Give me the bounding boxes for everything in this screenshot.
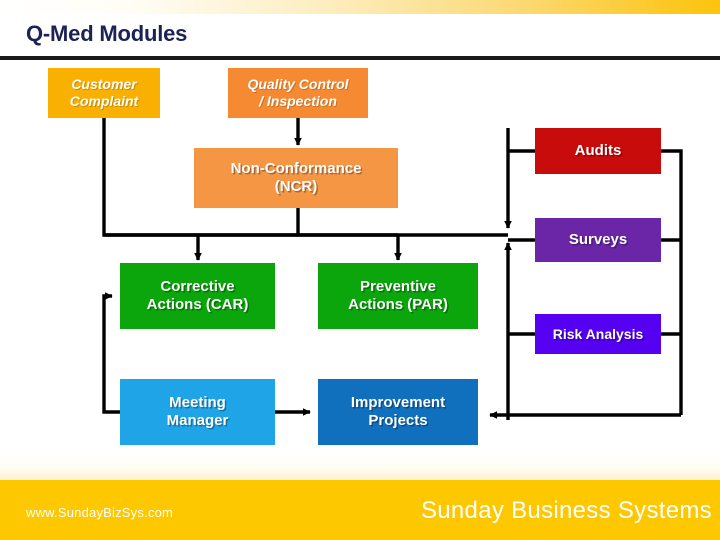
footer-band: [0, 480, 720, 540]
node-meeting-manager[interactable]: Meeting Manager: [120, 379, 275, 445]
page-title: Q-Med Modules: [26, 21, 188, 46]
node-improvement-projects[interactable]: Improvement Projects: [318, 379, 478, 445]
node-corrective-actions-car[interactable]: Corrective Actions (CAR): [120, 263, 275, 329]
node-risk-analysis[interactable]: Risk Analysis: [535, 314, 661, 354]
node-customer-complaint[interactable]: Customer Complaint: [48, 68, 160, 118]
footer-gradient-fade: [0, 452, 720, 480]
node-audits[interactable]: Audits: [535, 128, 661, 174]
wire-audits-to-right-bus: [661, 149, 683, 415]
node-surveys[interactable]: Surveys: [535, 218, 661, 262]
footer-website-url[interactable]: www.SundayBizSys.com: [26, 505, 174, 520]
node-quality-control-inspection[interactable]: Quality Control / Inspection: [228, 68, 368, 118]
wire-meeting-loop-to-car: [102, 292, 120, 414]
node-preventive-actions-par[interactable]: Preventive Actions (PAR): [318, 263, 478, 329]
top-gradient-bar: [0, 0, 720, 14]
node-non-conformance-ncr[interactable]: Non-Conformance (NCR): [194, 148, 398, 208]
title-divider-rule: [0, 56, 720, 60]
footer-brand-name: Sunday Business Systems: [420, 497, 712, 524]
